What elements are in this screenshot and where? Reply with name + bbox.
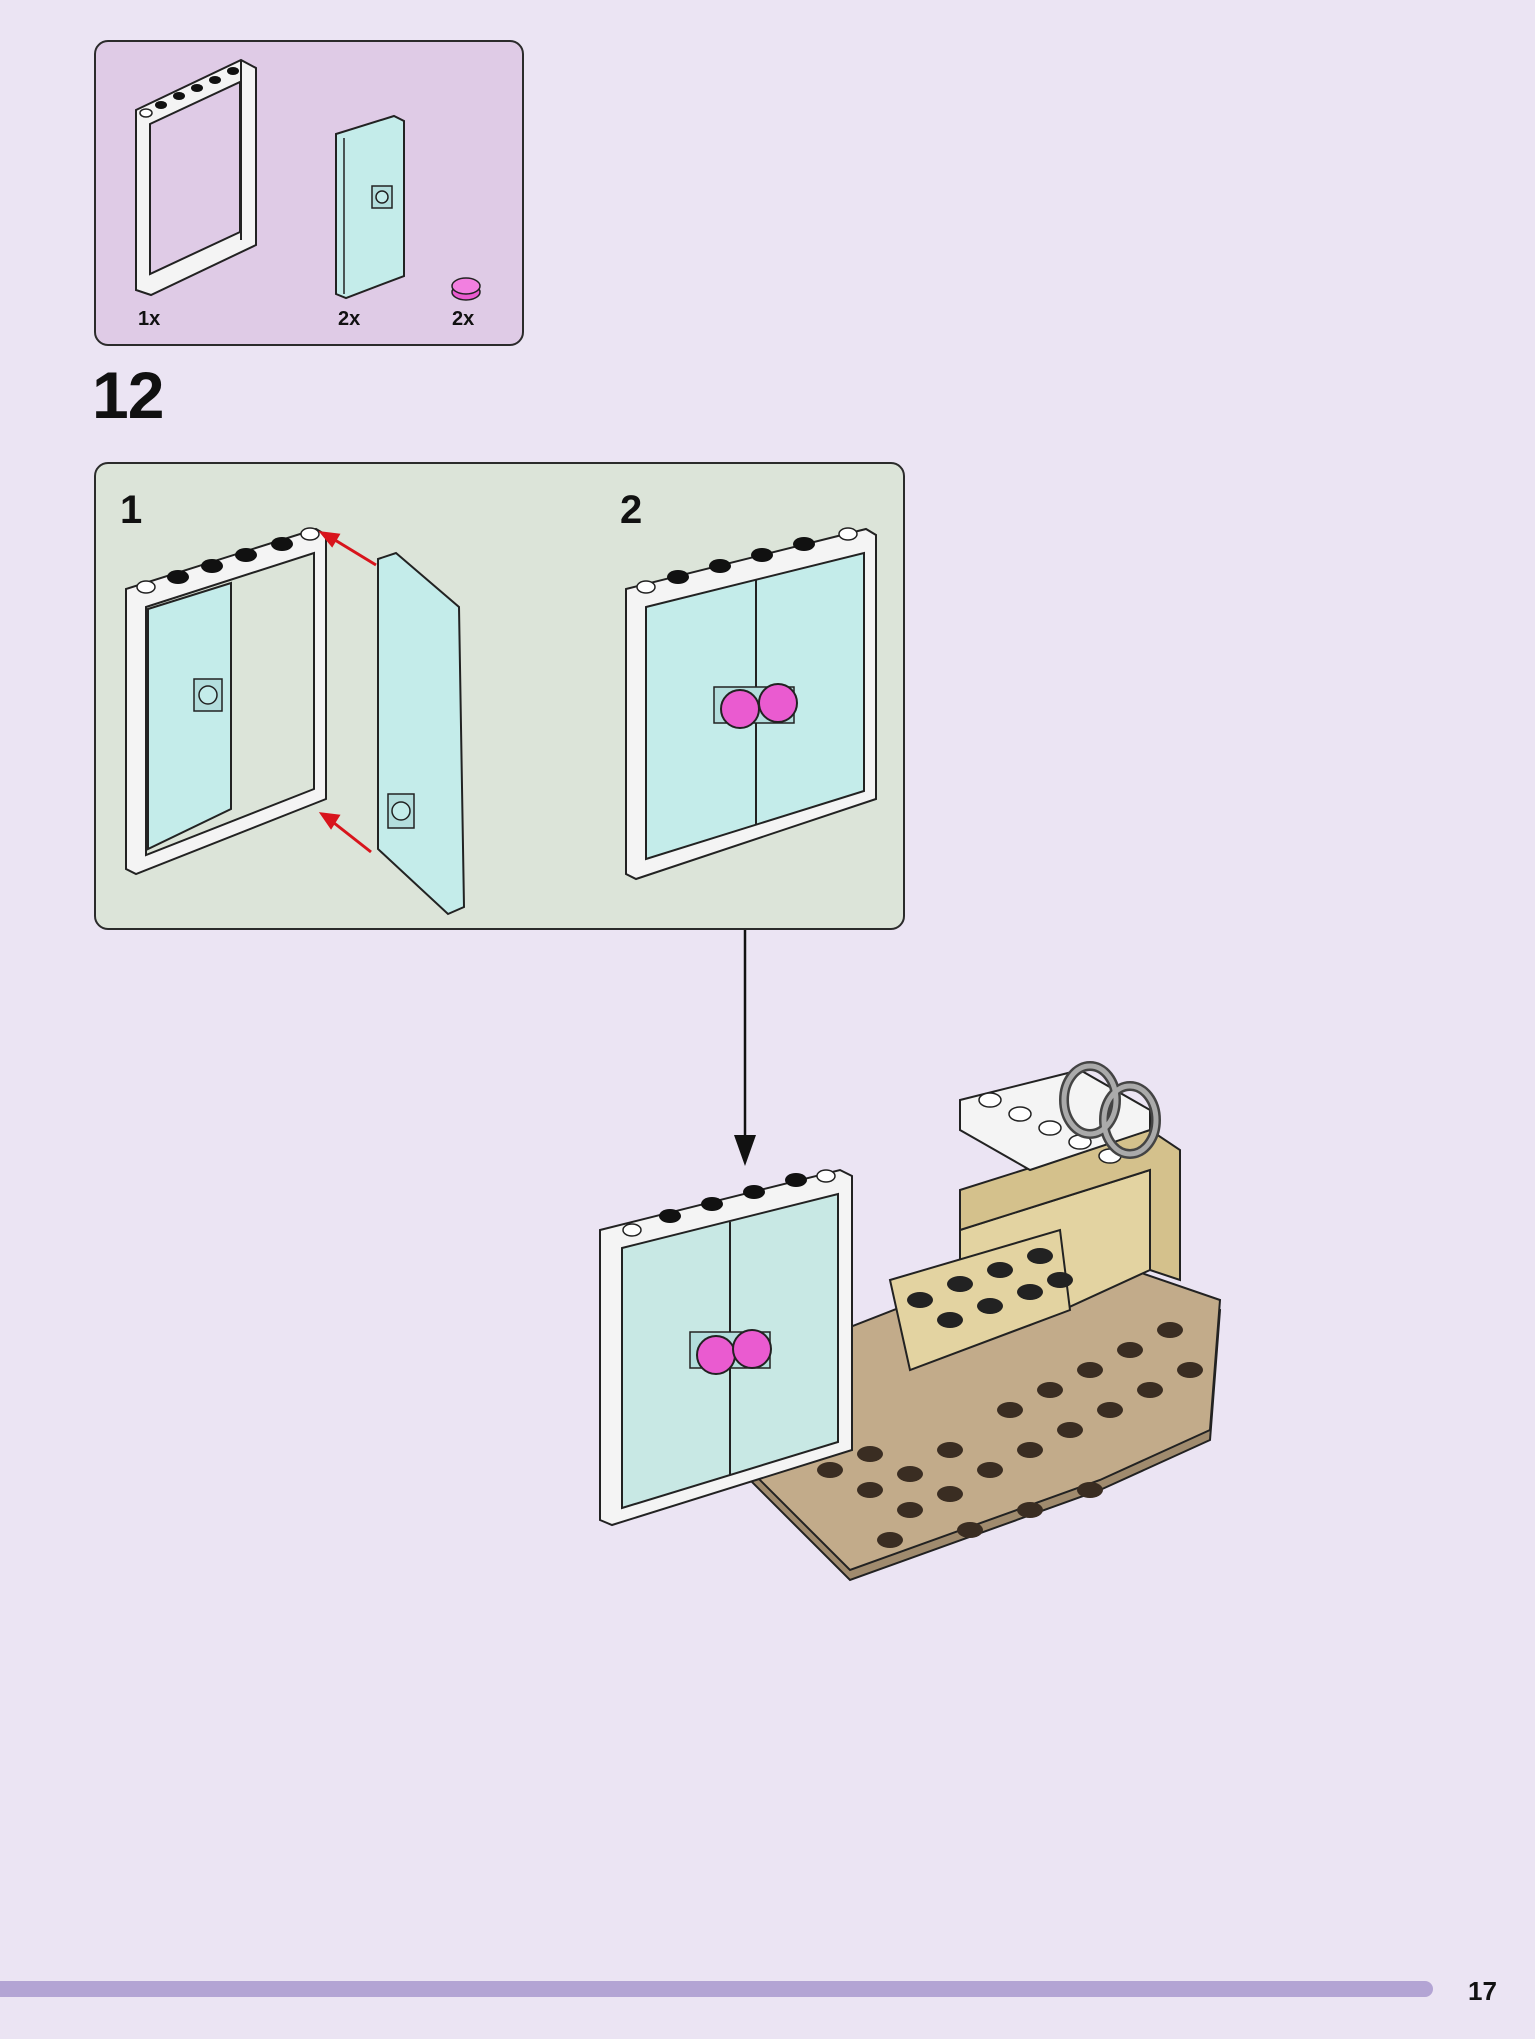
door-illustration — [335, 114, 405, 300]
part-quantity: 1x — [138, 308, 161, 330]
main-assembly-illustration — [599, 1061, 1222, 1582]
door-frame-illustration — [135, 58, 257, 297]
substep-callout: 1 2 — [94, 462, 905, 930]
substep1-illustration — [125, 527, 466, 916]
substep2-illustration — [625, 527, 877, 881]
part-quantity: 2x — [452, 308, 475, 330]
round-tile-illustration — [451, 277, 481, 301]
step-number: 12 — [92, 358, 164, 432]
parts-callout: 1x 2x 2x — [94, 40, 524, 346]
footer-bar — [0, 1981, 1433, 1997]
substep-label: 1 — [120, 488, 143, 532]
part-quantity: 2x — [338, 308, 361, 330]
connector-arrow — [734, 930, 756, 1166]
substep-label: 2 — [620, 488, 643, 532]
page-number: 17 — [1468, 1976, 1497, 2006]
